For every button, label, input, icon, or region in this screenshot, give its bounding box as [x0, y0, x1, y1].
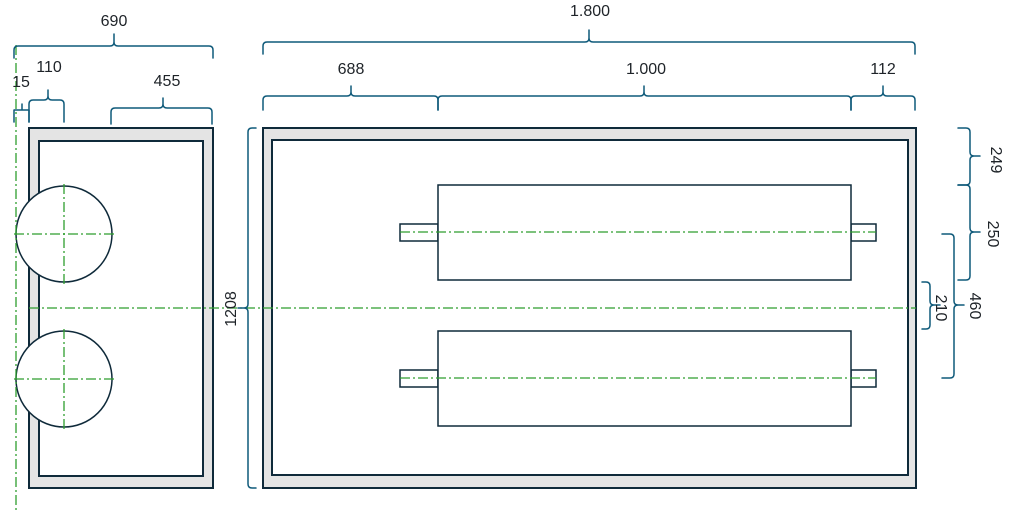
dim-side-offset: 15	[12, 74, 30, 91]
dim-front-middle: 1.000	[626, 61, 666, 78]
bracket-side-roller-dia	[28, 89, 65, 123]
dim-right-top: 249	[987, 147, 1004, 174]
bracket-front-left	[262, 85, 439, 111]
dim-right-span: 460	[966, 293, 983, 320]
bracket-front-total	[262, 29, 916, 55]
dim-right-roller: 250	[984, 221, 1001, 248]
dim-front-left: 688	[338, 61, 365, 78]
side-view	[15, 127, 214, 489]
bracket-right-top	[957, 127, 981, 186]
bracket-side-total	[13, 33, 214, 59]
bracket-right-gap	[921, 281, 941, 330]
bracket-front-right	[850, 85, 916, 111]
dim-height-total: 1208	[223, 291, 240, 327]
centerlines	[14, 45, 916, 510]
bracket-height-total	[237, 127, 257, 489]
dim-front-total: 1.800	[570, 3, 610, 20]
dim-side-roller-dia: 110	[36, 59, 62, 76]
bracket-front-middle	[437, 85, 852, 111]
dimension-brackets	[13, 29, 981, 489]
dimension-labels: 690 15 110 455 1.800 688 1.000 112 1208 …	[12, 3, 1004, 327]
bracket-right-span	[941, 233, 965, 379]
bracket-right-roller	[957, 184, 981, 281]
dim-right-gap: 210	[932, 295, 949, 322]
dim-front-right: 112	[870, 61, 896, 78]
dim-side-total: 690	[101, 13, 128, 30]
bracket-side-inner	[110, 97, 213, 125]
dim-side-inner: 455	[154, 73, 181, 90]
front-view	[262, 127, 917, 489]
